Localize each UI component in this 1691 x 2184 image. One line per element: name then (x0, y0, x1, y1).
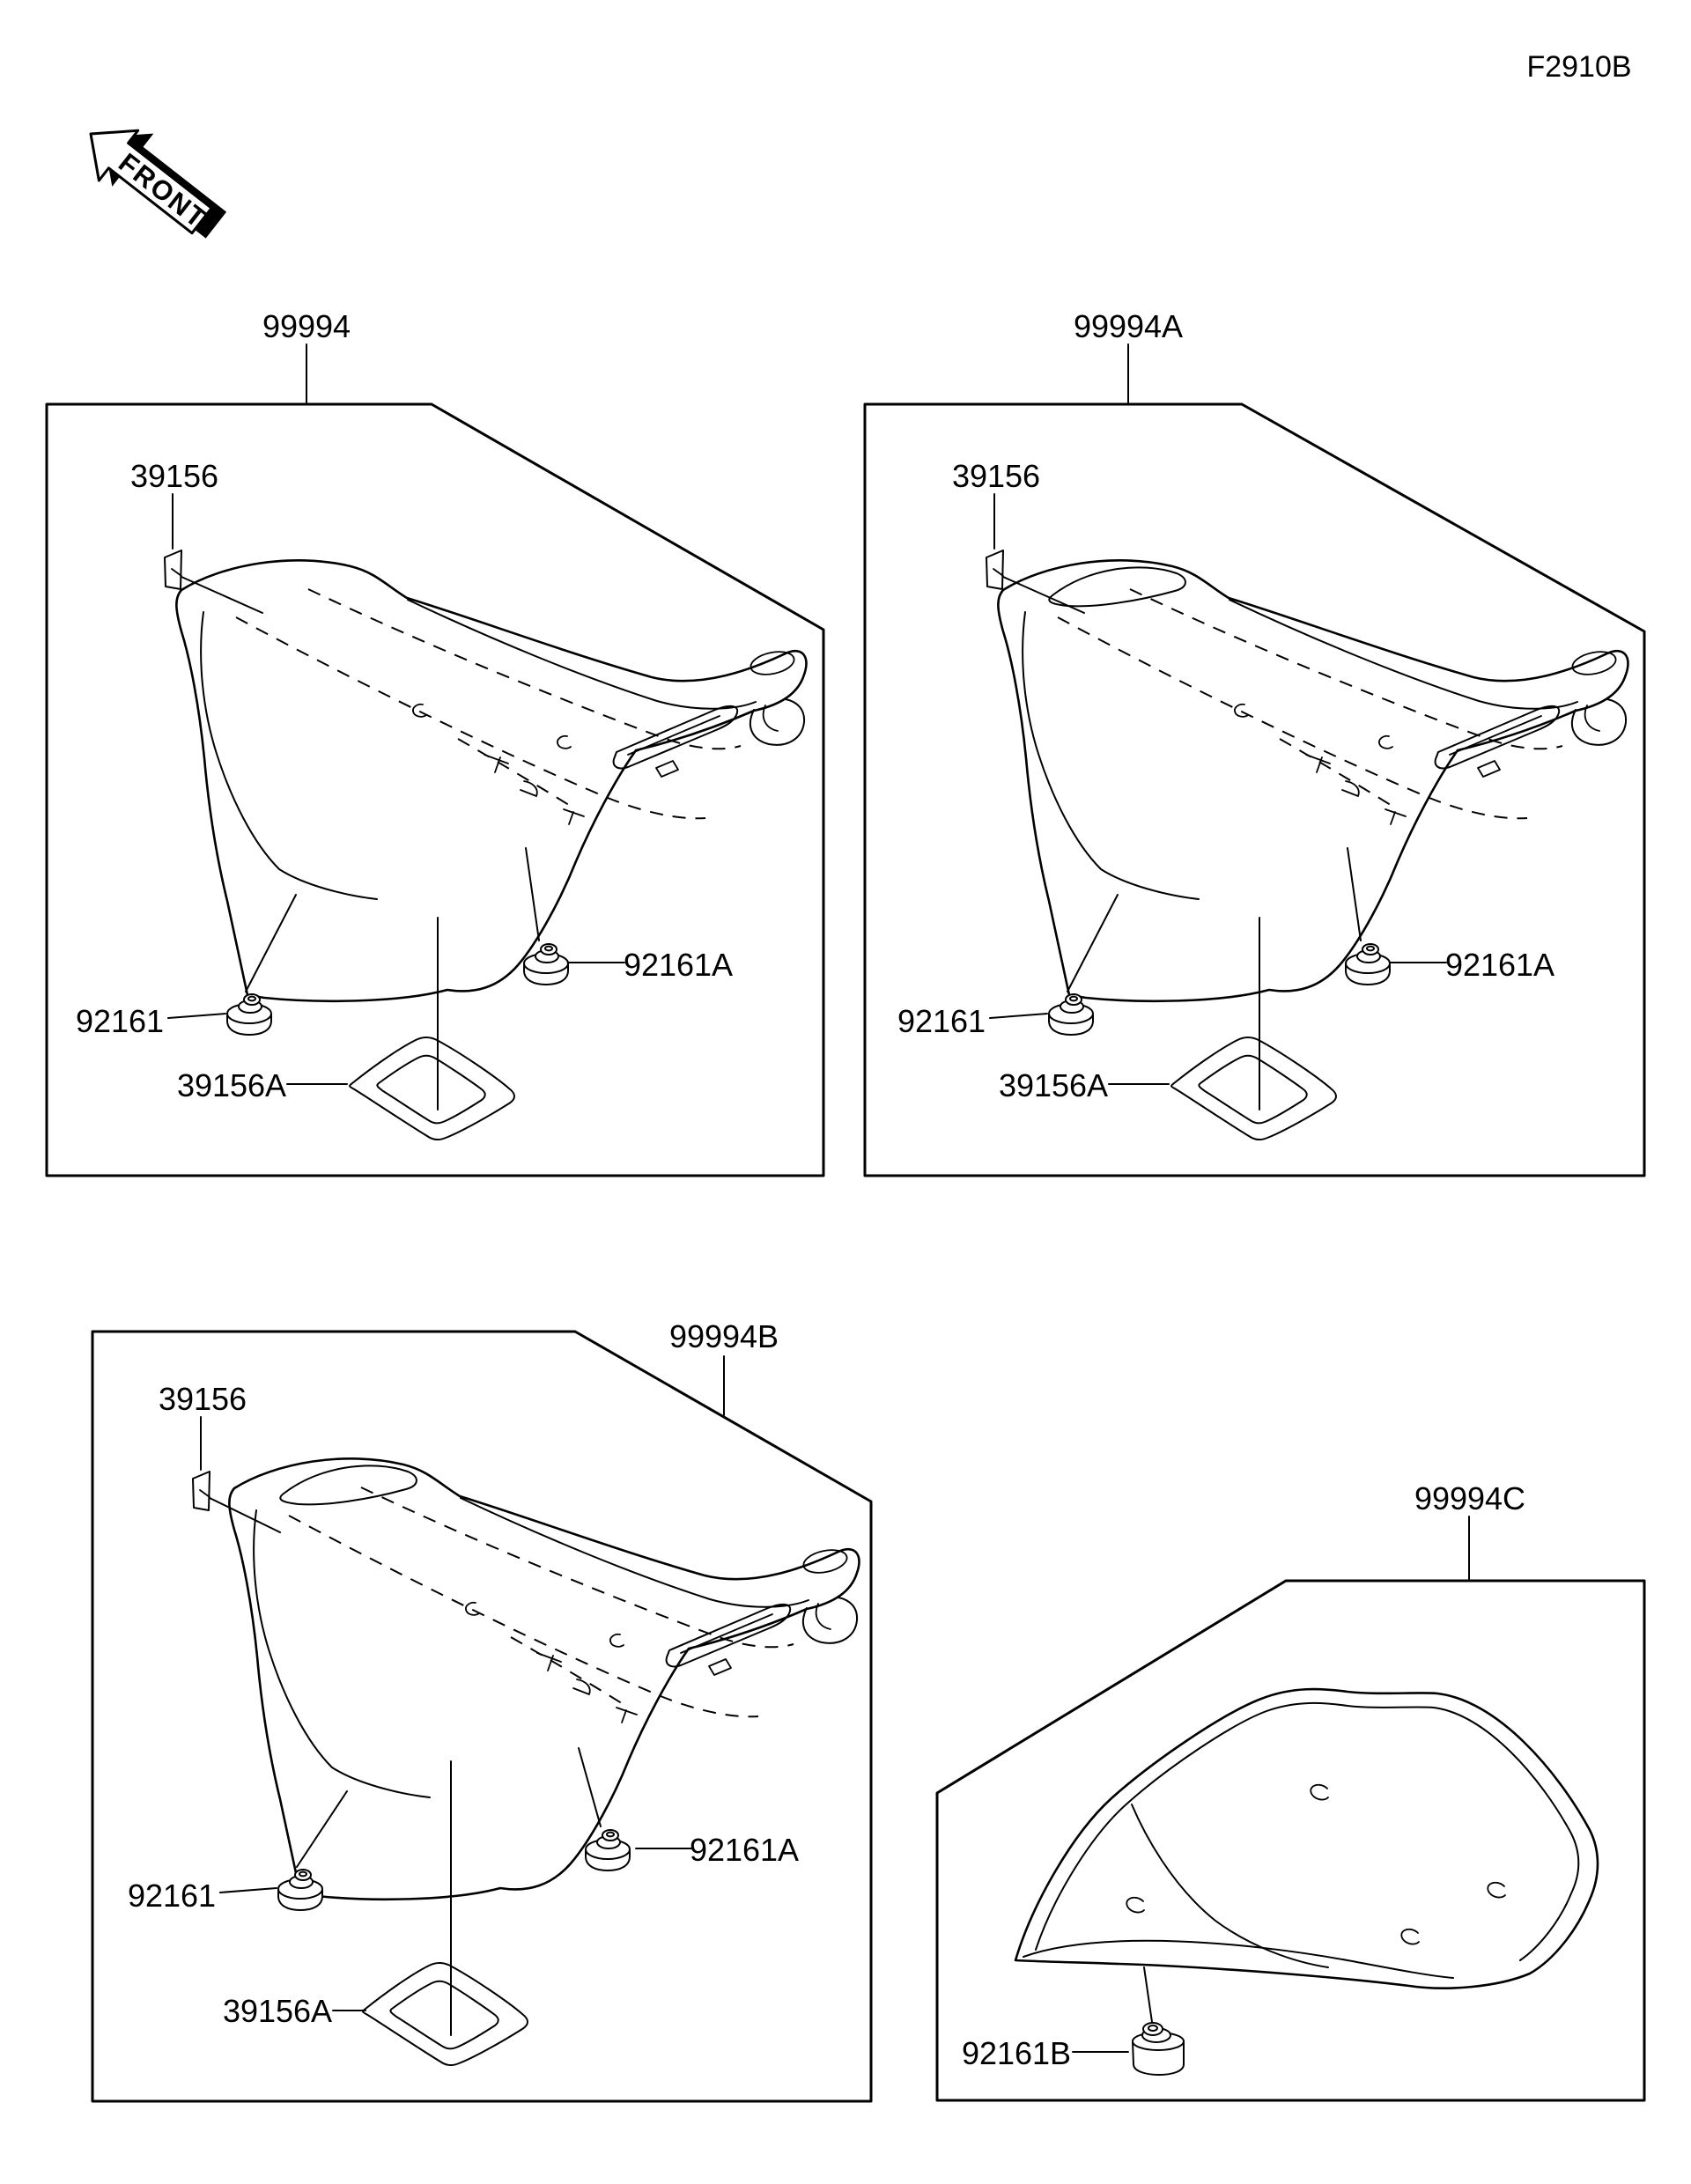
panel-3: 99994B 39156 92161 92161A 39156A (91, 1318, 873, 2103)
leader-line (219, 1887, 277, 1893)
panel-4-outline (935, 1579, 1646, 2102)
front-arrow: FRONT (89, 129, 227, 239)
panel-2-damper-front-label: 92161 (897, 1003, 986, 1039)
cover-inner-lip (1035, 1701, 1580, 1961)
panel-1-tape-label: 39156 (130, 458, 218, 494)
leader-line (1002, 576, 1085, 614)
panel-1-damper-rear-label: 92161A (624, 947, 733, 983)
panel-2-pad-label: 39156A (999, 1067, 1108, 1103)
leader-line (1143, 1966, 1153, 2023)
panel-2-damper-rear-label: 92161A (1445, 947, 1554, 983)
panel-4: 99994C 92161B (935, 1480, 1646, 2102)
panel-2-part-number: 99994A (1074, 308, 1183, 344)
panel-1: 99994 39156 92161 92161A 39156A (45, 308, 825, 1177)
leader-line (245, 894, 297, 992)
cover-bottom-crease (1023, 1939, 1454, 1979)
panel-1-damper-front-label: 92161 (76, 1003, 164, 1039)
panel-3-pad-label: 39156A (223, 1993, 332, 2029)
panel-3-tape-label: 39156 (159, 1381, 247, 1417)
seat-cover-illustration (1014, 1687, 1599, 1989)
cover-outline (1014, 1687, 1599, 1989)
leader-line (1067, 894, 1119, 992)
cover-left-crease (1131, 1804, 1329, 1968)
panel-3-damper-rear-label: 92161A (690, 1832, 799, 1868)
leader-line (181, 576, 263, 614)
leader-line (209, 1497, 281, 1533)
panel-2: 99994A 39156 92161 92161A 39156A (863, 308, 1646, 1177)
leader-line (578, 1747, 602, 1827)
leader-line (989, 1013, 1048, 1019)
leader-line (525, 847, 540, 941)
panel-3-outline (91, 1330, 873, 2103)
panel-1-part-number: 99994 (262, 308, 351, 344)
panel-1-pad-label: 39156A (177, 1067, 286, 1103)
panel-2-outline (863, 402, 1646, 1177)
panel-4-damper-label: 92161B (962, 2035, 1071, 2071)
front-arrow-face (89, 129, 213, 235)
panel-4-part-number: 99994C (1414, 1480, 1525, 1516)
figure-code: F2910B (1526, 50, 1631, 84)
panel-3-part-number: 99994B (669, 1318, 779, 1354)
leader-line (1347, 847, 1362, 941)
panel-2-tape-label: 39156 (952, 458, 1040, 494)
leader-line (296, 1790, 348, 1868)
panel-1-outline (45, 402, 825, 1177)
leader-line (167, 1013, 226, 1019)
panel-3-damper-front-label: 92161 (128, 1878, 216, 1914)
